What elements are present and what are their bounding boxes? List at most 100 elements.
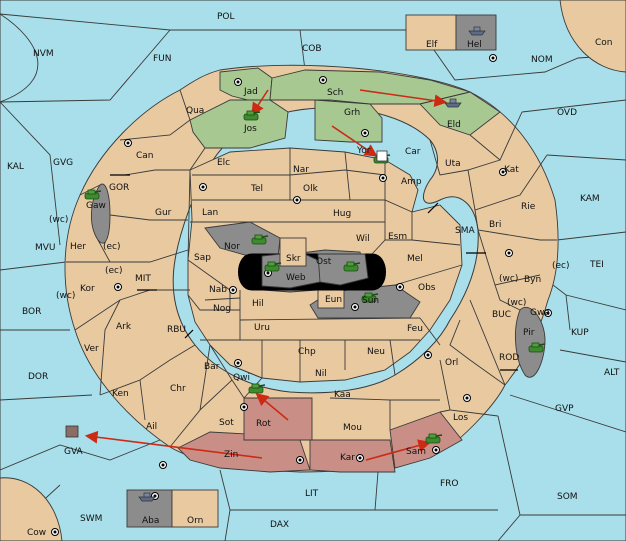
supply-center xyxy=(544,309,552,317)
province-elf[interactable] xyxy=(405,14,457,51)
supply-center xyxy=(361,129,369,137)
supply-center xyxy=(229,286,237,294)
label-dax: DAX xyxy=(270,520,289,530)
label-gwa: Gwa xyxy=(530,308,550,318)
label-rbu: RBU xyxy=(167,325,186,335)
label-gva: GVA xyxy=(64,447,84,457)
label-wc-4: (wc) xyxy=(507,298,526,308)
move-orders xyxy=(84,89,448,461)
label-mvu: MVU xyxy=(35,243,56,253)
province-skr[interactable] xyxy=(279,237,307,267)
label-hel: Hel xyxy=(467,40,482,50)
supply-center xyxy=(379,174,387,182)
label-obs: Obs xyxy=(418,283,436,293)
label-gvp: GVP xyxy=(555,404,574,414)
label-cob: COB xyxy=(302,44,322,54)
label-kaa: Kaa xyxy=(334,390,351,400)
label-kup: KUP xyxy=(571,328,589,338)
label-web: Web xyxy=(286,273,306,283)
supply-center xyxy=(240,403,248,411)
label-byn: Byn xyxy=(524,275,541,285)
supply-centers xyxy=(51,54,552,536)
province-labels: POL NVM FUN COB NOM Con Elf Hel OVD KAL … xyxy=(7,12,620,538)
label-nar: Nar xyxy=(293,165,309,175)
province-orn[interactable] xyxy=(171,489,219,528)
label-can: Can xyxy=(136,151,154,161)
supply-center xyxy=(51,528,59,536)
label-zin: Zin xyxy=(224,450,238,460)
province-pir[interactable] xyxy=(515,307,546,378)
label-chp: Chp xyxy=(298,347,316,357)
province-kar[interactable] xyxy=(309,439,396,473)
label-elf: Elf xyxy=(426,40,438,50)
supply-center xyxy=(293,196,301,204)
province-rot[interactable] xyxy=(243,397,313,441)
label-qwi: Qwi xyxy=(233,373,250,383)
label-los: Los xyxy=(453,413,468,423)
label-orn: Orn xyxy=(187,516,203,526)
label-ec-2: (ec) xyxy=(552,261,570,271)
supply-center xyxy=(234,78,242,86)
label-ver: Ver xyxy=(84,344,99,354)
label-nog: Nog xyxy=(213,304,231,314)
label-sot: Sot xyxy=(219,418,234,428)
supply-center xyxy=(396,283,404,291)
label-sun: Sun xyxy=(362,296,379,306)
label-swm: SWM xyxy=(80,514,102,524)
label-yor: Yor xyxy=(356,146,371,156)
label-tel: Tel xyxy=(250,184,263,194)
label-gaw: Gaw xyxy=(86,201,106,211)
label-ovd: OVD xyxy=(557,108,577,118)
label-dor: DOR xyxy=(28,372,48,382)
label-jad: Jad xyxy=(243,87,258,97)
label-uru: Uru xyxy=(254,323,270,333)
label-ail: Ail xyxy=(146,422,157,432)
supply-center xyxy=(424,351,432,359)
label-buc: BUC xyxy=(492,310,511,320)
label-ec-3: (ec) xyxy=(105,266,123,276)
label-lit: LIT xyxy=(305,489,319,499)
label-aba: Aba xyxy=(142,516,159,526)
label-con: Con xyxy=(595,38,613,48)
label-chr: Chr xyxy=(170,384,186,394)
label-esm: Esm xyxy=(388,232,407,242)
supply-center xyxy=(296,456,304,464)
label-nil: Nil xyxy=(315,369,327,379)
supply-center xyxy=(234,359,242,367)
label-alt: ALT xyxy=(604,368,620,378)
label-rie: Rie xyxy=(521,202,536,212)
fleet-marker[interactable] xyxy=(65,425,79,438)
unit-marker[interactable] xyxy=(376,150,388,162)
label-ost: Ost xyxy=(316,257,332,267)
label-fro: FRO xyxy=(440,479,459,489)
label-lan: Lan xyxy=(202,208,218,218)
label-neu: Neu xyxy=(367,347,385,357)
strait-links xyxy=(110,174,518,371)
supply-center xyxy=(505,249,513,257)
province-grh[interactable] xyxy=(314,99,383,143)
label-pir: Pir xyxy=(523,328,535,338)
label-skr: Skr xyxy=(286,254,301,264)
label-mel: Mel xyxy=(407,254,423,264)
label-kam: KAM xyxy=(580,194,600,204)
label-hil: Hil xyxy=(252,299,264,309)
label-qua: Qua xyxy=(186,106,204,116)
units xyxy=(65,26,546,502)
label-hug: Hug xyxy=(333,209,351,219)
label-rot: Rot xyxy=(256,419,271,429)
supply-center xyxy=(356,454,364,462)
label-orl: Orl xyxy=(445,358,458,368)
supply-center xyxy=(199,183,207,191)
supply-center xyxy=(489,54,497,62)
label-bar: Bar xyxy=(204,362,220,372)
label-sam: Sam xyxy=(406,447,426,457)
label-ark: Ark xyxy=(116,322,132,332)
label-feu: Feu xyxy=(407,324,423,334)
label-kor: Kor xyxy=(80,284,95,294)
label-uta: Uta xyxy=(445,159,461,169)
label-tei: TEI xyxy=(589,260,604,270)
label-gor: GOR xyxy=(109,183,129,193)
label-nor: Nor xyxy=(224,242,240,252)
label-mit: MIT xyxy=(135,274,151,284)
